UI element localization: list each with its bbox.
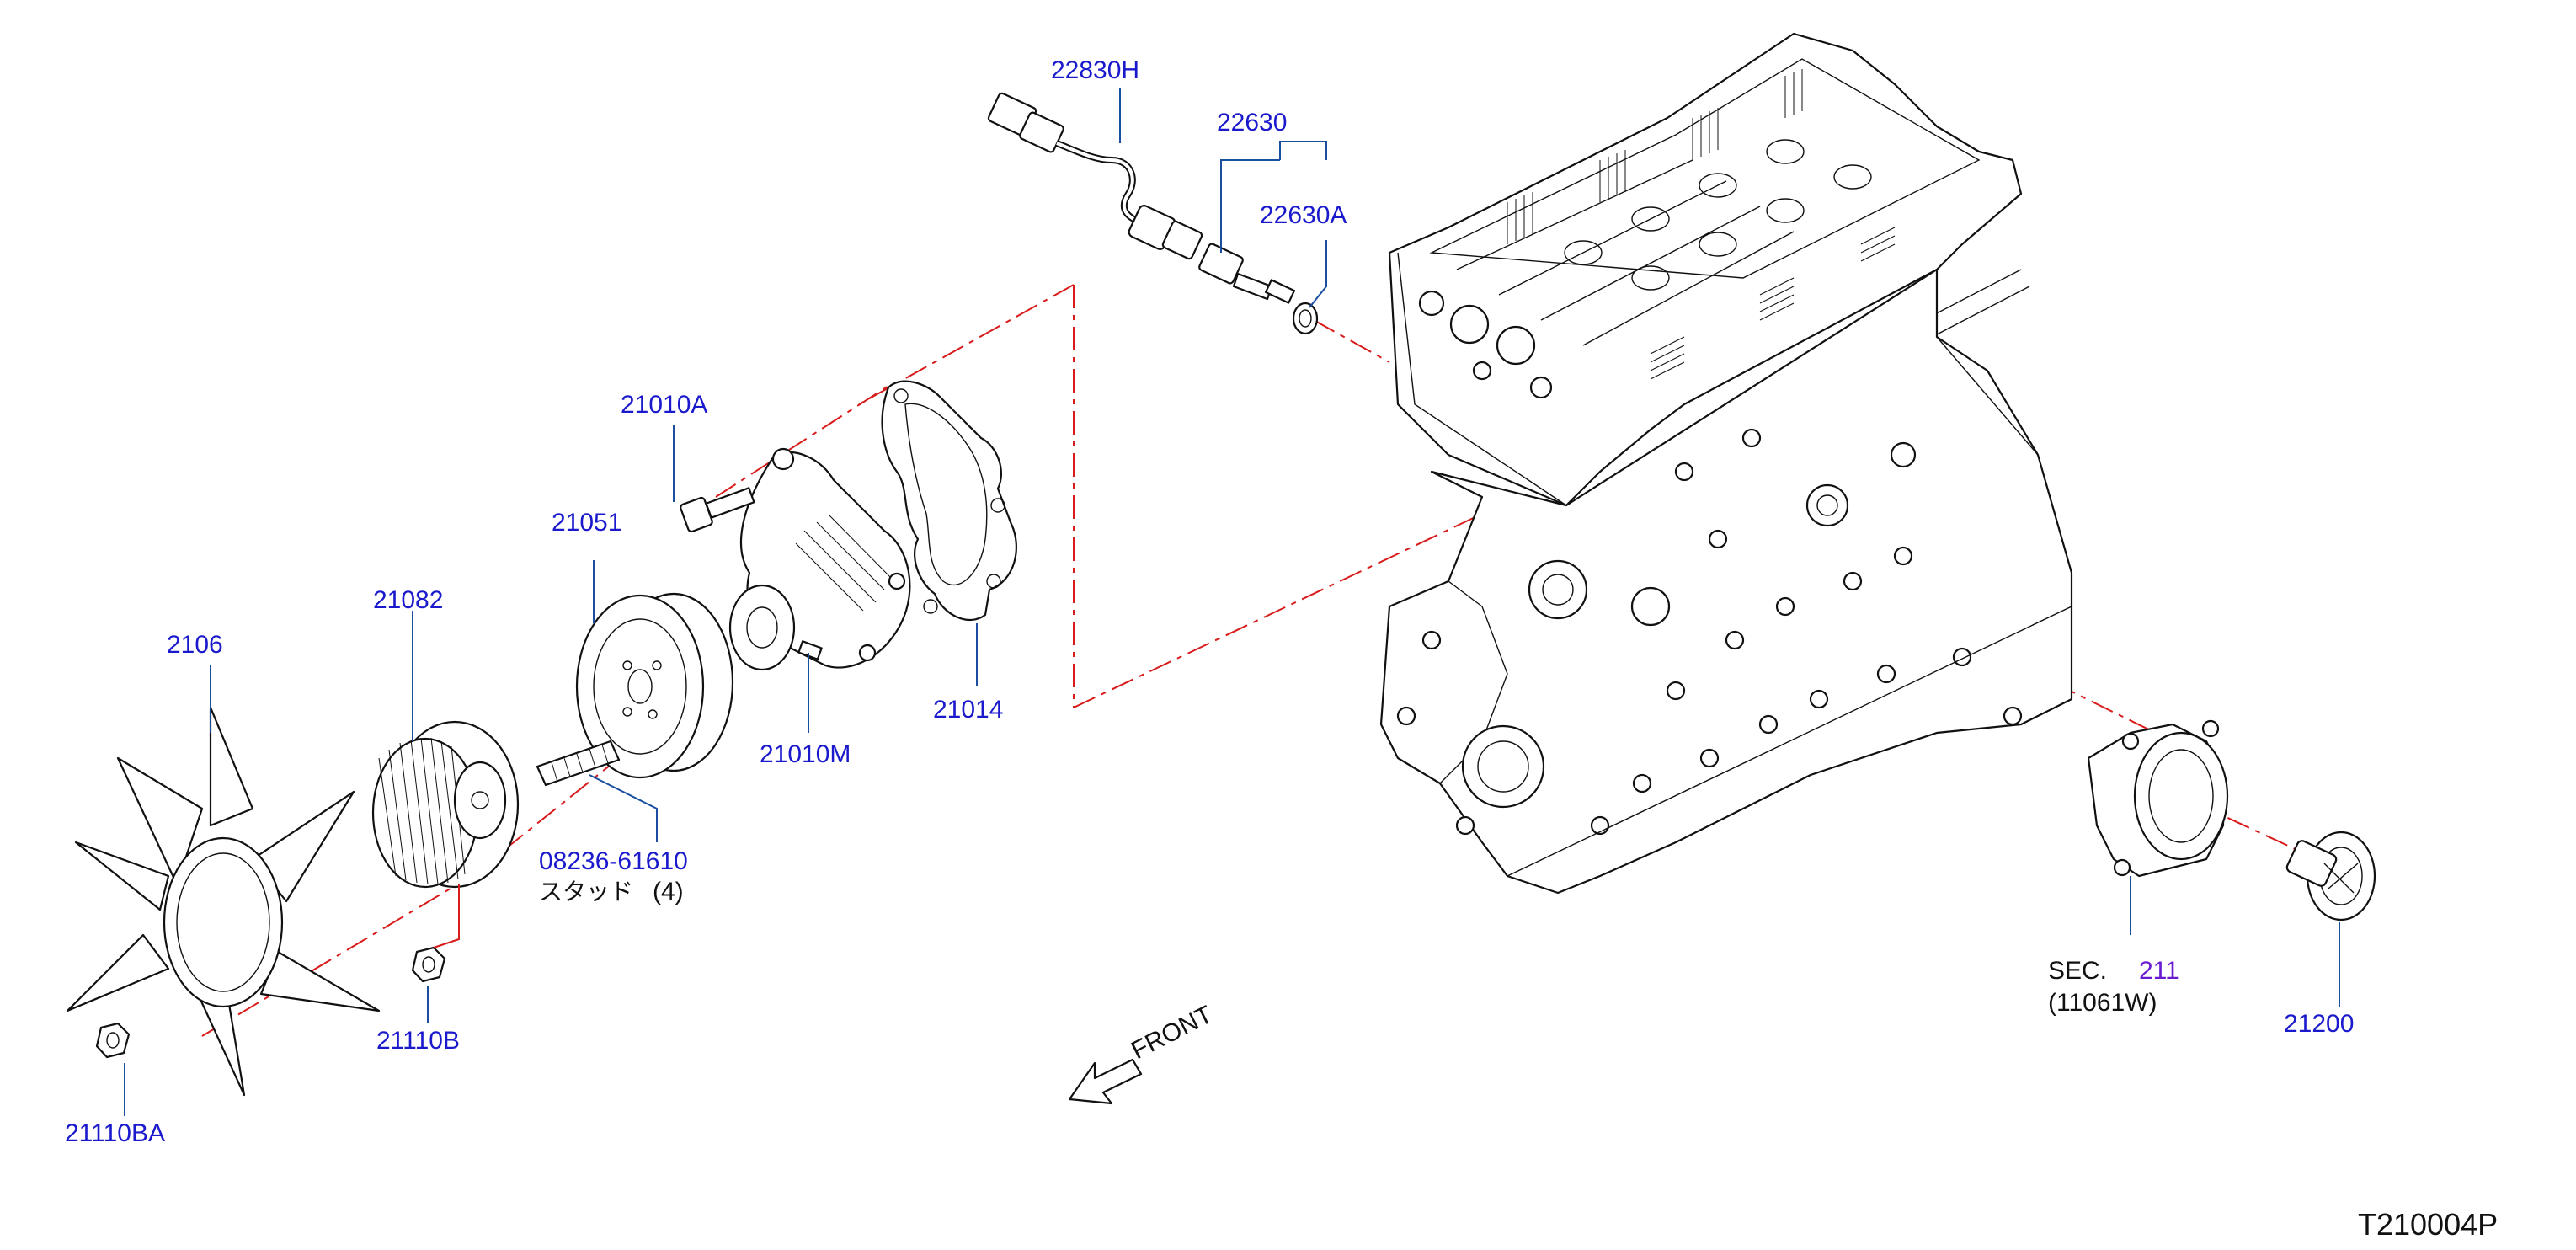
centerline-fan [201, 875, 472, 1037]
section-prefix: SEC. [2048, 957, 2107, 985]
washer-22630a[interactable] [1292, 302, 1319, 335]
section-ref: (11061W) [2048, 989, 2157, 1017]
nut-21110ba[interactable] [95, 1022, 131, 1059]
label-21110b[interactable]: 21110B [376, 1027, 460, 1055]
stud-quantity: (4) [653, 878, 684, 905]
part-labels: 22830H 22630 22630A 21010A 21051 21082 2… [65, 56, 2498, 1242]
label-2106[interactable]: 2106 [167, 631, 223, 659]
label-21014[interactable]: 21014 [933, 696, 1003, 724]
block-bolt-bosses [1396, 428, 2023, 836]
label-21010m[interactable]: 21010M [760, 740, 851, 768]
label-21110ba[interactable]: 21110BA [65, 1119, 165, 1147]
centerline-bolt [715, 382, 893, 498]
engine-block [1379, 32, 2073, 895]
leader-lines [124, 88, 2340, 1116]
bolt-21010a[interactable] [680, 487, 755, 533]
cam-caps [1564, 139, 1872, 291]
gasket-21014[interactable] [881, 380, 1017, 622]
stud-08236-61610[interactable] [536, 740, 621, 787]
centerline-sensor [1313, 319, 1390, 363]
front-direction-arrow: FRONT [1068, 1001, 1217, 1105]
label-22630[interactable]: 22630 [1217, 109, 1287, 136]
thermostat-housing[interactable] [2087, 719, 2229, 878]
centerline-to-block [1073, 513, 1483, 708]
head-ribs [1507, 69, 1803, 244]
label-08236-61610[interactable]: 08236-61610 [539, 847, 688, 875]
front-label: FRONT [1127, 1001, 1217, 1065]
label-22630a[interactable]: 22630A [1260, 201, 1347, 229]
stud-note: スタッド [539, 878, 633, 905]
sensor-22630[interactable] [1198, 243, 1296, 304]
fan-coupling-21082[interactable] [371, 720, 520, 889]
pulley-21051[interactable] [575, 592, 734, 779]
label-21051[interactable]: 21051 [552, 509, 621, 537]
section-number-link[interactable]: 211 [2139, 957, 2179, 985]
label-21200[interactable]: 21200 [2284, 1010, 2354, 1038]
head-side-hatch [1650, 227, 1896, 380]
thermostat-21200[interactable] [2285, 831, 2376, 921]
water-pump-21010m[interactable] [728, 447, 911, 671]
label-21082[interactable]: 21082 [373, 586, 443, 614]
label-21010a[interactable]: 21010A [621, 391, 707, 419]
diagram-id: T210004P [2358, 1207, 2498, 1242]
cooling-fan[interactable] [66, 706, 381, 1097]
nut-21110b[interactable] [411, 946, 446, 983]
harness-22830h[interactable] [987, 92, 1203, 260]
label-22830h[interactable]: 22830H [1051, 56, 1139, 84]
